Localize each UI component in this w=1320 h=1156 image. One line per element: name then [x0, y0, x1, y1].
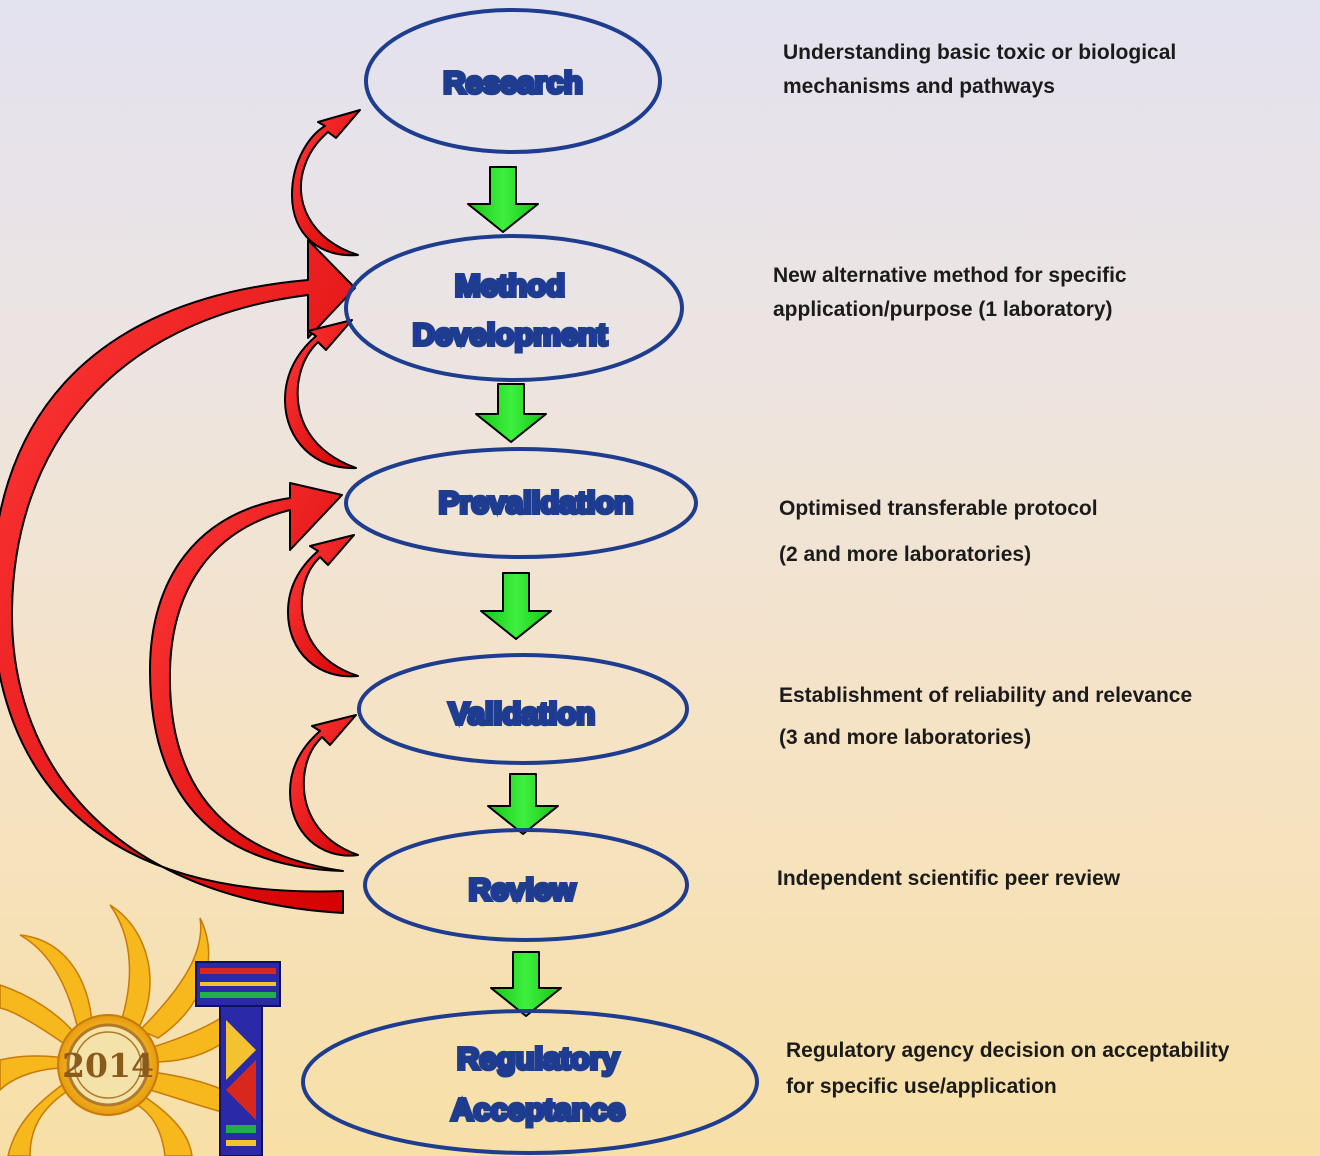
feedback-arrow-review-to-method-development [0, 239, 356, 914]
feedback-arrows [0, 109, 361, 914]
stage-method-development: Method Development [344, 234, 684, 382]
stage-validation: Validation [357, 653, 689, 765]
stage-prevalidation-label: Prevalidation [439, 485, 634, 520]
conference-logo: 2014 [0, 904, 281, 1156]
stage-prevalidation: Prevalidation [344, 447, 698, 559]
stage-validation-label: Validation [449, 696, 595, 731]
stage-research: Research [364, 8, 662, 154]
stage-review-label: Review [469, 872, 577, 907]
forward-arrow-validation-to-review [487, 773, 559, 835]
stage-regulatory-acceptance-label-line1: Regulatory [457, 1041, 620, 1076]
description-prevalidation: Optimised transferable protocol (2 and m… [779, 497, 1098, 566]
feedback-arrow-review-to-validation [289, 714, 359, 857]
feedback-arrow-prevalidation-to-method-development [284, 319, 357, 470]
stage-method-development-label-line1: Method [455, 268, 565, 303]
stage-method-development-label-line2: Development [413, 317, 608, 352]
forward-arrow-research-to-method-development [467, 166, 539, 233]
letter-t-logo-icon [195, 961, 281, 1156]
stage-research-label: Research [443, 65, 583, 100]
description-method-development: New alternative method for specific appl… [773, 264, 1127, 321]
forward-arrow-method-development-to-prevalidation [475, 383, 547, 443]
sun-logo-icon: 2014 [0, 904, 264, 1156]
description-review: Independent scientific peer review [777, 867, 1121, 890]
stage-review: Review [363, 828, 689, 942]
stage-regulatory-acceptance: Regulatory Acceptance [301, 1009, 759, 1155]
feedback-arrow-validation-to-prevalidation [287, 534, 359, 678]
stage-nodes: Research Method Development Prevalidatio… [301, 8, 759, 1155]
stage-regulatory-acceptance-label-line2: Acceptance [451, 1092, 625, 1127]
description-regulatory-acceptance: Regulatory agency decision on acceptabil… [786, 1039, 1230, 1098]
feedback-arrow-method-development-to-research [291, 109, 361, 257]
description-validation: Establishment of reliability and relevan… [779, 684, 1193, 749]
logo-year: 2014 [62, 1046, 154, 1085]
feedback-arrow-review-to-prevalidation [149, 482, 344, 872]
forward-arrow-review-to-regulatory-acceptance [490, 951, 562, 1017]
forward-arrows [467, 166, 562, 1017]
forward-arrow-prevalidation-to-validation [480, 572, 552, 640]
description-research: Understanding basic toxic or biological … [783, 41, 1177, 98]
